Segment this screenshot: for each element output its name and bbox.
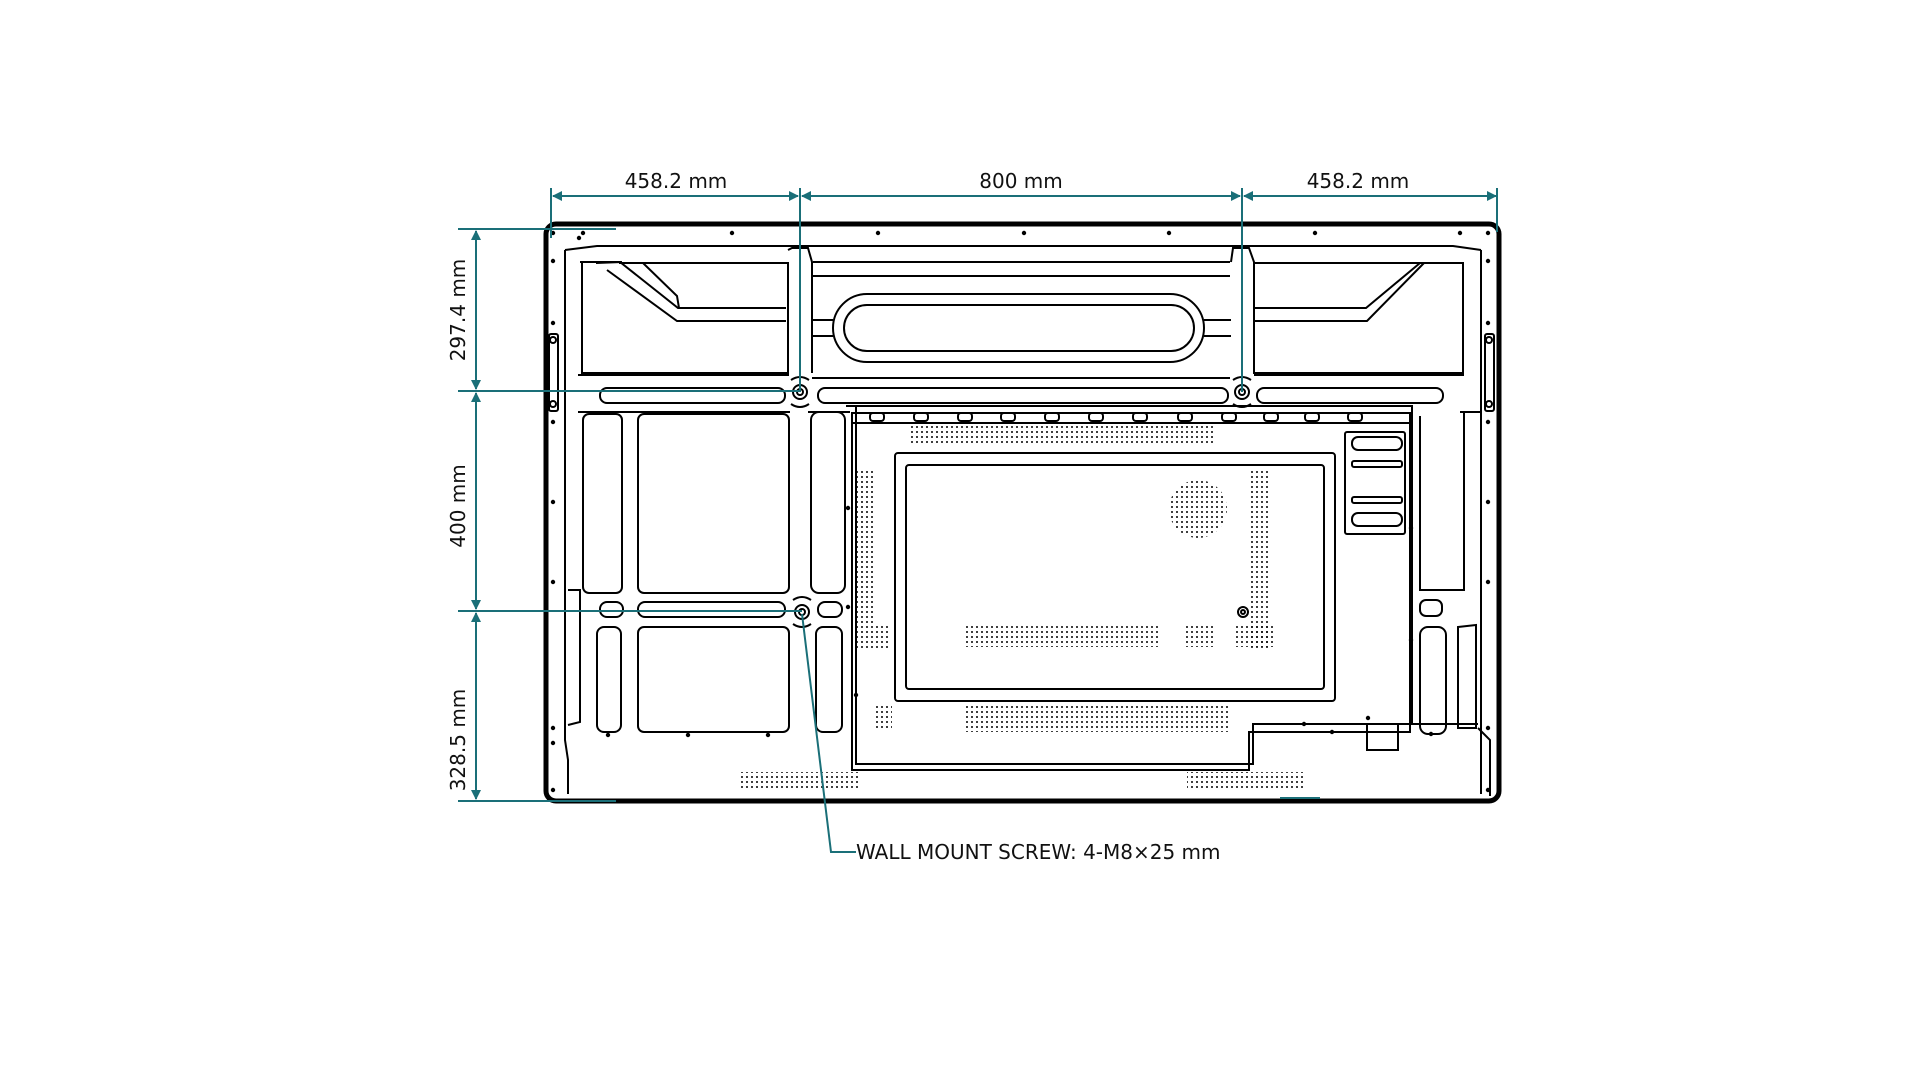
dimension-lines — [458, 188, 1498, 853]
wall-mount-screw-callout: WALL MOUNT SCREW: 4-M8×25 mm — [856, 840, 1221, 864]
left-panels — [567, 411, 846, 733]
top-vent-slots — [869, 412, 1363, 422]
dimension-label-bottom-offset: 328.5 mm — [446, 688, 470, 792]
screw-dots — [550, 230, 1491, 793]
display-body — [543, 221, 1502, 804]
dimension-label-left-offset: 458.2 mm — [624, 169, 728, 193]
dimension-label-vesa-height: 400 mm — [446, 464, 470, 548]
dimension-label-vesa-width: 800 mm — [979, 169, 1063, 193]
perforated-vents — [740, 424, 1305, 790]
dimension-label-top-offset: 297.4 mm — [446, 258, 470, 362]
central-panel — [846, 405, 1413, 771]
top-chassis — [578, 247, 1464, 379]
dimension-label-right-offset: 458.2 mm — [1306, 169, 1410, 193]
right-panels — [1411, 412, 1491, 796]
